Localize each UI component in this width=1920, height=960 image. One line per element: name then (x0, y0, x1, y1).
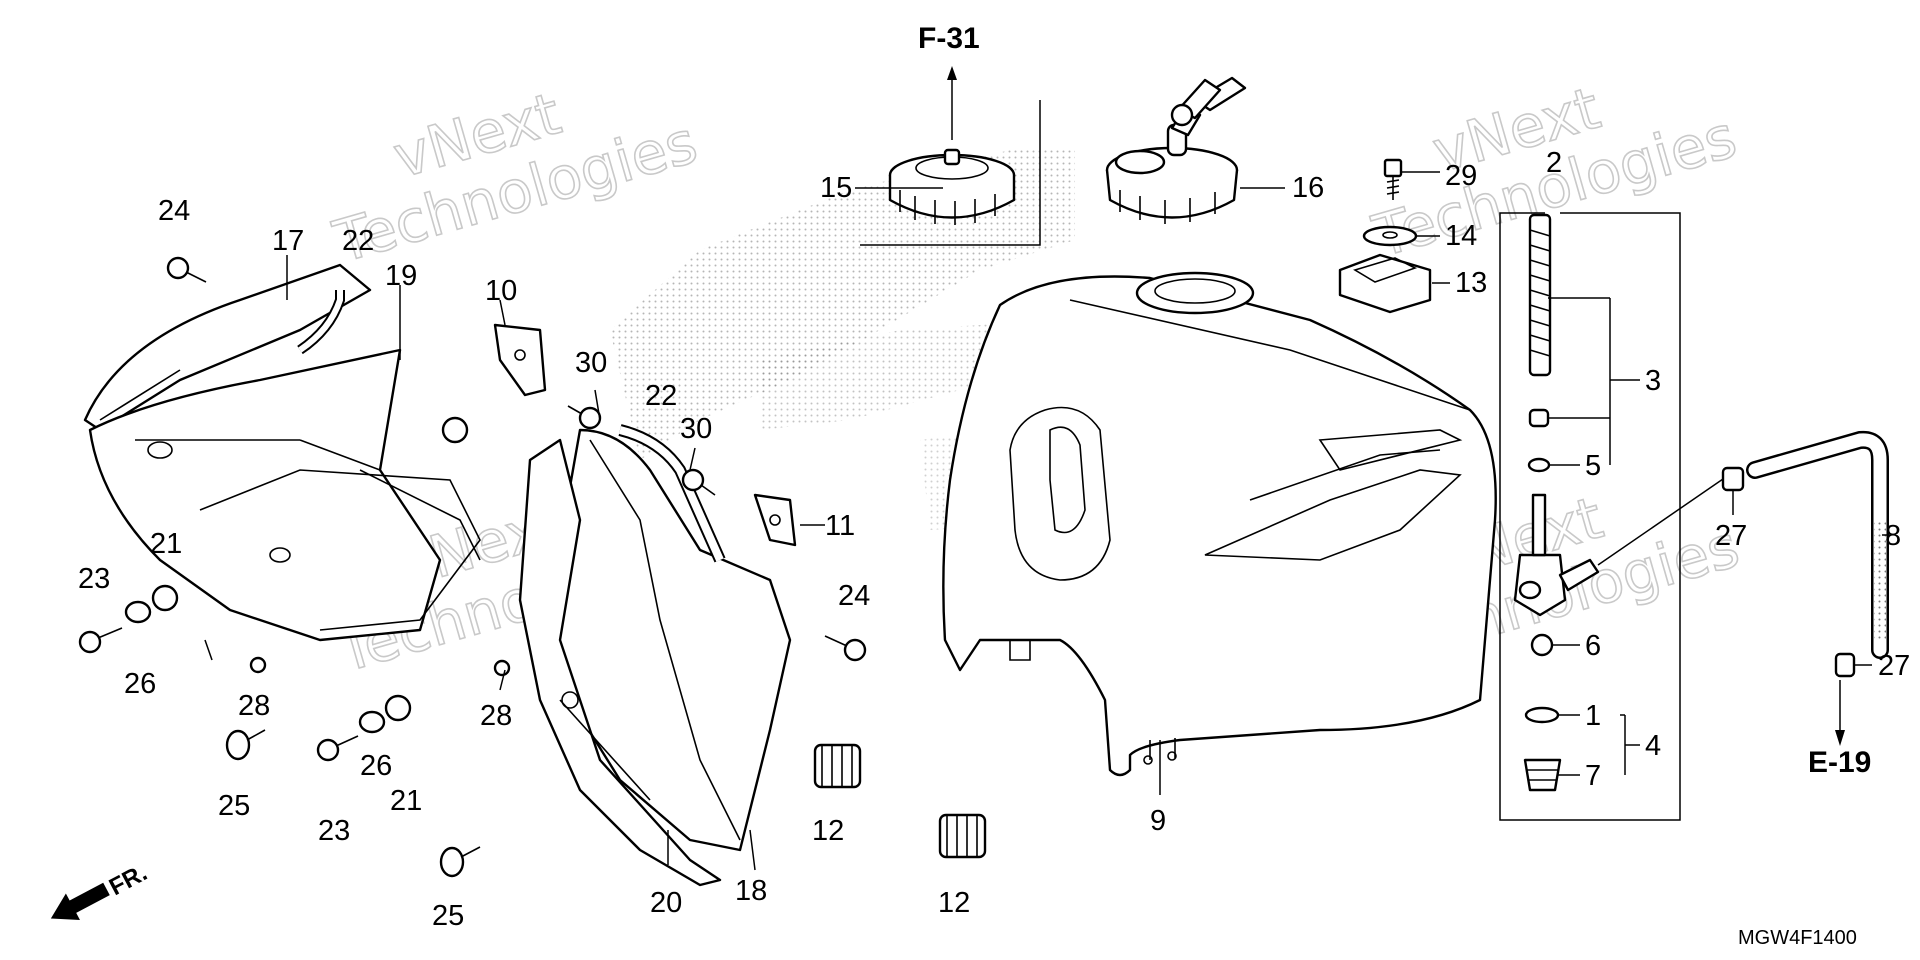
callout-27a: 27 (1715, 520, 1747, 552)
reference-right-label: E-19 (1808, 746, 1871, 779)
callout-9: 9 (1150, 805, 1166, 837)
callout-28a: 28 (238, 690, 270, 722)
callout-27b: 27 (1878, 650, 1910, 682)
callout-24b: 24 (838, 580, 870, 612)
callout-8: 8 (1885, 520, 1901, 552)
gasket-part-6 (1530, 633, 1554, 657)
diagram-part-code: MGW4F1400 (1738, 927, 1857, 949)
bolt-part-30b (681, 468, 716, 496)
callout-2: 2 (1546, 147, 1562, 179)
washer-part-26a (124, 600, 152, 624)
screw-part-28a (249, 656, 267, 674)
callout-22a: 22 (342, 225, 374, 257)
callout-21b: 21 (390, 785, 422, 817)
callout-24a: 24 (158, 195, 190, 227)
leader-lines (204, 171, 1890, 871)
callout-15: 15 (820, 172, 852, 204)
hose-part-22b (618, 424, 726, 563)
callout-5: 5 (1585, 450, 1601, 482)
callout-17: 17 (272, 225, 304, 257)
screw-part-25b (439, 846, 481, 878)
callout-12a: 12 (812, 815, 844, 847)
callout-labels: 15 16 9 13 14 29 2 3 5 6 1 7 4 27 27 8 2… (78, 147, 1910, 932)
callout-11: 11 (825, 510, 855, 542)
callout-23b: 23 (318, 815, 350, 847)
fuel-cock-bracket (1499, 212, 1681, 821)
callout-7: 7 (1585, 760, 1601, 792)
oring-part-5a (1528, 408, 1550, 428)
bolt-part-30a (567, 405, 602, 430)
bolt-part-24a (166, 256, 207, 283)
callout-25a: 25 (218, 790, 250, 822)
cover-part-17 (83, 263, 372, 432)
cup-part-7 (1523, 758, 1562, 792)
oring-part-5b (1527, 457, 1551, 473)
clip-part-27b (1834, 652, 1856, 678)
bolt-part-24b (824, 635, 867, 662)
mount-rubber-part-13 (1338, 253, 1432, 314)
callout-3: 3 (1645, 365, 1661, 397)
rubber-part-12a (813, 743, 862, 789)
nut-part-21a (151, 584, 179, 612)
shroud-part-20 (518, 438, 722, 887)
screw-part-28b (493, 659, 511, 677)
washer-part-26b (358, 710, 386, 734)
callout-13: 13 (1455, 267, 1487, 299)
front-label: FR. (105, 859, 152, 901)
bracket-part-10 (493, 323, 547, 397)
bolt-part-29 (1383, 158, 1403, 200)
callout-29: 29 (1445, 160, 1477, 192)
shroud-part-19 (88, 348, 481, 642)
fuel-cap-part-15 (888, 148, 1016, 225)
washer-part-14 (1362, 225, 1418, 247)
bracket-part-11 (753, 493, 797, 547)
screw-part-25a (225, 729, 266, 761)
callout-26b: 26 (360, 750, 392, 782)
nut-part-21b (384, 694, 412, 722)
callout-30b: 30 (680, 413, 712, 445)
fuel-hose-part-8 (1746, 430, 1889, 659)
reference-f31: F-31 (918, 22, 980, 140)
callout-4: 4 (1645, 730, 1661, 762)
callout-25b: 25 (432, 900, 464, 932)
hose-part-22a (297, 290, 345, 355)
reference-top-label: F-31 (918, 22, 980, 55)
down-arrow-icon (1835, 730, 1845, 746)
bolt-part-23a (78, 627, 123, 654)
fuel-cock-body (1513, 493, 1600, 617)
callout-22b: 22 (645, 380, 677, 412)
callout-16: 16 (1292, 172, 1324, 204)
up-arrow-icon (947, 66, 957, 80)
clip-part-27a (1721, 466, 1745, 492)
locking-fuel-cap-part-16 (1105, 76, 1247, 224)
callout-28b: 28 (480, 700, 512, 732)
front-arrow-icon (50, 882, 110, 920)
callout-30a: 30 (575, 347, 607, 379)
callout-20: 20 (650, 887, 682, 919)
callout-26a: 26 (124, 668, 156, 700)
bolt-part-23b (316, 735, 359, 762)
fuel-tank-part-9 (942, 271, 1497, 777)
callout-12b: 12 (938, 887, 970, 919)
cap-bracket-line (860, 100, 1041, 246)
callout-19: 19 (385, 260, 417, 292)
lower-panel (199, 416, 481, 631)
rubber-part-12b (938, 813, 987, 859)
callout-6: 6 (1585, 630, 1601, 662)
shroud-part-18 (548, 428, 792, 852)
fuel-strainer-part-2 (1528, 213, 1552, 377)
oring-part-1 (1524, 706, 1560, 724)
front-direction-marker: FR. (50, 859, 152, 920)
callout-14: 14 (1445, 220, 1477, 252)
callout-10: 10 (485, 275, 517, 307)
callout-21a: 21 (150, 528, 182, 560)
callout-1: 1 (1585, 700, 1601, 732)
callout-18: 18 (735, 875, 767, 907)
callout-23a: 23 (78, 563, 110, 595)
